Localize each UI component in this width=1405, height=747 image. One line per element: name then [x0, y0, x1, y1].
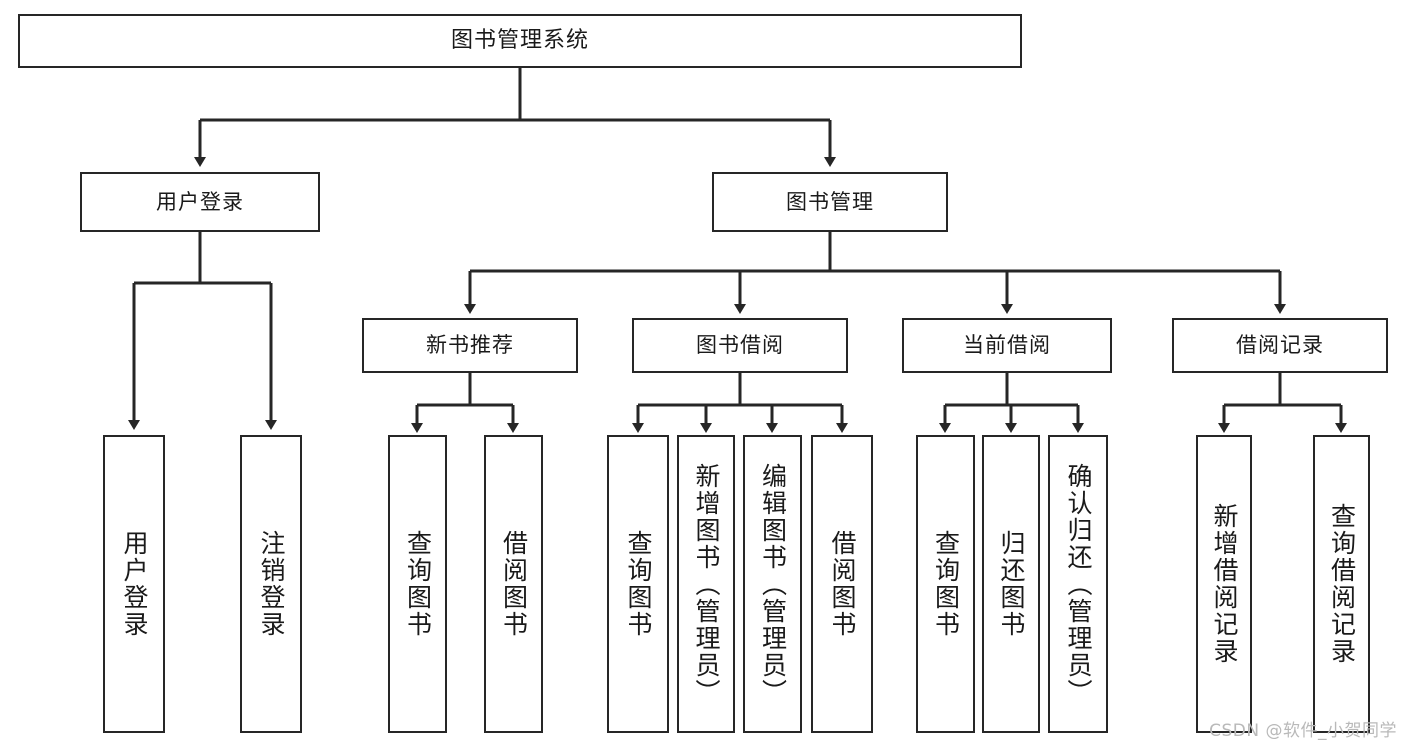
leaf-query-book-1-label: 查询图书 — [403, 530, 433, 638]
leaf-user-login[interactable]: 用户登录 — [103, 435, 165, 733]
leaf-logout-login-label: 注销登录 — [257, 530, 286, 638]
leaf-user-login-label: 用户登录 — [120, 530, 149, 638]
leaf-query-book-2-label: 查询图书 — [624, 530, 653, 638]
leaf-query-book-3-label: 查询图书 — [931, 530, 961, 638]
leaf-logout-login[interactable]: 注销登录 — [240, 435, 302, 733]
leaf-add-book-admin[interactable]: 新增图书（管理员） — [677, 435, 735, 733]
node-current-borrow[interactable]: 当前借阅 — [902, 318, 1112, 373]
leaf-query-book-1[interactable]: 查询图书 — [388, 435, 447, 733]
node-current-borrow-label: 当前借阅 — [963, 333, 1051, 358]
leaf-add-book-admin-label: 新增图书（管理员） — [692, 462, 721, 706]
leaf-edit-book-admin[interactable]: 编辑图书（管理员） — [743, 435, 802, 733]
leaf-return-book-label: 归还图书 — [997, 530, 1026, 638]
leaf-query-record-label: 查询借阅记录 — [1327, 503, 1357, 665]
node-book-manage[interactable]: 图书管理 — [712, 172, 948, 232]
node-book-manage-label: 图书管理 — [786, 189, 874, 214]
leaf-edit-book-admin-label: 编辑图书（管理员） — [758, 462, 788, 706]
leaf-query-book-2[interactable]: 查询图书 — [607, 435, 669, 733]
leaf-borrow-book-2-label: 借阅图书 — [828, 530, 857, 638]
node-root[interactable]: 图书管理系统 — [18, 14, 1022, 68]
leaf-borrow-book-2[interactable]: 借阅图书 — [811, 435, 873, 733]
leaf-add-record-label: 新增借阅记录 — [1210, 503, 1239, 665]
leaf-query-record[interactable]: 查询借阅记录 — [1313, 435, 1370, 733]
leaf-borrow-book-1-label: 借阅图书 — [499, 530, 529, 638]
leaf-confirm-return[interactable]: 确认归还（管理员） — [1048, 435, 1108, 733]
node-user-login-label: 用户登录 — [156, 189, 244, 214]
watermark-text: CSDN @软件_小贺同学 — [1209, 721, 1397, 741]
leaf-borrow-book-1[interactable]: 借阅图书 — [484, 435, 543, 733]
node-book-borrow-label: 图书借阅 — [696, 333, 784, 358]
node-book-borrow[interactable]: 图书借阅 — [632, 318, 848, 373]
node-borrow-record-label: 借阅记录 — [1236, 333, 1324, 358]
node-borrow-record[interactable]: 借阅记录 — [1172, 318, 1388, 373]
node-new-book-recommend-label: 新书推荐 — [426, 333, 514, 358]
node-user-login[interactable]: 用户登录 — [80, 172, 320, 232]
leaf-return-book[interactable]: 归还图书 — [982, 435, 1040, 733]
leaf-confirm-return-label: 确认归还（管理员） — [1064, 462, 1093, 706]
node-new-book-recommend[interactable]: 新书推荐 — [362, 318, 578, 373]
leaf-add-record[interactable]: 新增借阅记录 — [1196, 435, 1252, 733]
node-root-label: 图书管理系统 — [450, 28, 589, 54]
leaf-query-book-3[interactable]: 查询图书 — [916, 435, 975, 733]
